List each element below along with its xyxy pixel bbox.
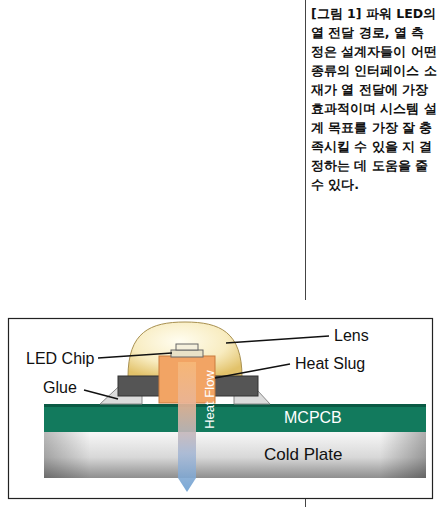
leader-line	[226, 336, 329, 343]
flow-label: Heat Flow	[201, 370, 216, 429]
part-label: LED Chip	[26, 350, 94, 368]
cold-plate-band	[44, 432, 426, 478]
figure-caption: [그림 1] 파워 LED의 열 전달 경로, 열 측정은 설계자들이 어떤 종…	[311, 4, 437, 194]
cold-plate-band: Cold Plate	[44, 432, 426, 478]
led-chip-die	[176, 344, 198, 350]
leader-line	[215, 364, 290, 378]
part-label: Glue	[43, 379, 77, 397]
figure-frame	[9, 319, 433, 499]
led-chip	[171, 350, 203, 357]
cold-plate-shade	[44, 432, 426, 478]
band-label: Cold Plate	[264, 445, 342, 465]
band-label: MCPCB	[284, 409, 342, 427]
mcpcb-band: MCPCB	[44, 404, 426, 432]
part-label: Heat Slug	[295, 355, 365, 373]
caption-rule	[305, 0, 306, 300]
caption-rule	[305, 498, 306, 507]
heat-flow-arrow	[178, 362, 196, 492]
mcpcb-band	[44, 404, 426, 432]
leader-line	[84, 390, 118, 399]
part-label: Lens	[334, 327, 369, 345]
leader-line	[98, 353, 172, 358]
